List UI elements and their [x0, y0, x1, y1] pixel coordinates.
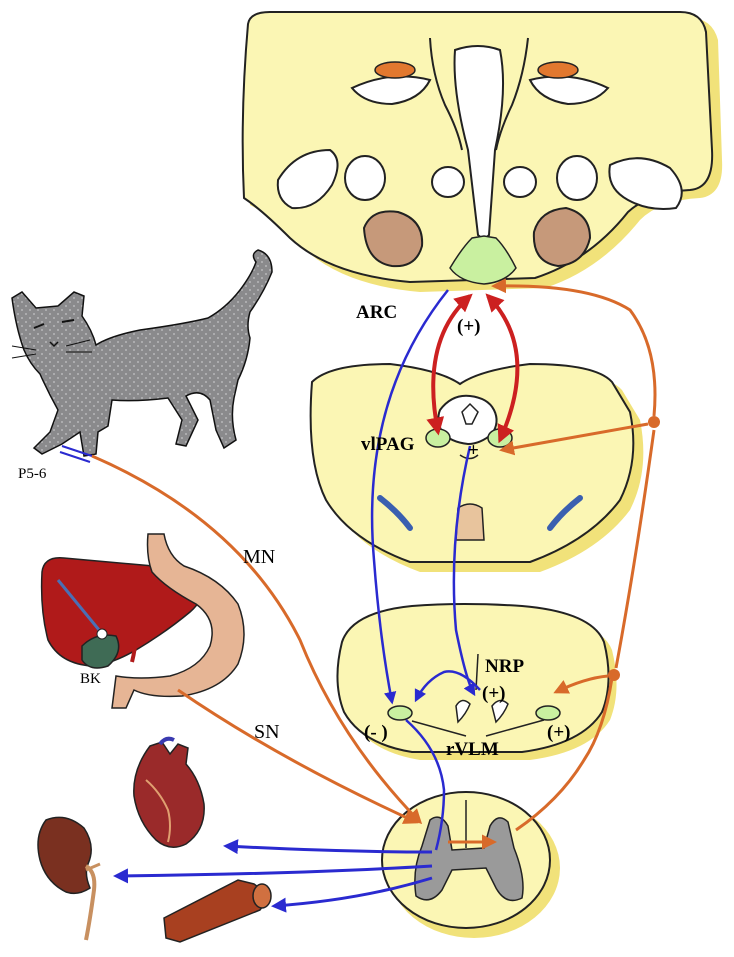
arc-vlpag-reciprocal: [426, 293, 520, 444]
mn-label: MN: [243, 546, 275, 568]
rvlm-excitatory-arrow: [553, 674, 609, 694]
nrp-plus-label: (+): [482, 683, 505, 704]
relay-node-lower: [608, 669, 620, 681]
blood-vessel-illustration: [163, 879, 272, 943]
nrp-to-rvlm-arrow: [414, 670, 481, 703]
rvlm-label: rVLM: [446, 739, 499, 760]
hypothalamus-section: [241, 11, 723, 292]
kidney-illustration: [37, 816, 101, 941]
rvlm-right-label: (+): [547, 722, 570, 743]
afferent-pathways: [91, 278, 660, 850]
vlpag-label: vlPAG: [361, 434, 415, 455]
arc-plus-label: (+): [457, 316, 480, 337]
efferent-to-vessel-arrow: [271, 876, 433, 913]
heart-illustration: [133, 736, 205, 848]
efferent-to-kidney-arrow: [113, 864, 433, 884]
orange-nucleus-right: [537, 61, 579, 79]
efferent-to-heart-arrow: [223, 839, 433, 855]
nrp-label: NRP: [485, 656, 524, 677]
bk-label: BK: [80, 671, 101, 687]
arc-nucleus: [449, 235, 517, 285]
rvlm-left-nucleus: [387, 705, 413, 721]
arc-to-rvlm-arrow: [370, 289, 449, 705]
relay-node-upper: [648, 416, 660, 428]
spinal-cord-section: [381, 791, 560, 938]
vlpag-input-arrow: [499, 422, 649, 456]
midbrain-section: [309, 362, 644, 572]
arc-input-arrow: [491, 278, 657, 417]
arc-label: ARC: [356, 302, 397, 323]
ascending-spinal-path: [515, 677, 614, 832]
rvlm-left-label: (- ): [364, 722, 388, 743]
rvlm-right-nucleus: [535, 705, 561, 721]
mn-afferent-arrow: [91, 454, 423, 825]
sn-afferent-arrow: [177, 688, 419, 824]
cat-illustration: [11, 249, 273, 463]
vlpag-plus-label: +: [468, 440, 479, 461]
rvlm-descending-path: [405, 719, 446, 851]
liver-illustration: [40, 557, 205, 669]
orange-nucleus-left: [374, 61, 416, 79]
sn-label: SN: [254, 721, 280, 743]
stomach-illustration: [111, 533, 245, 709]
labels: ARC (+) vlPAG + NRP (+) (- ) (+) rVLM P5…: [18, 302, 570, 760]
efferent-pathways: [113, 289, 481, 913]
p56-label: P5-6: [18, 466, 47, 482]
